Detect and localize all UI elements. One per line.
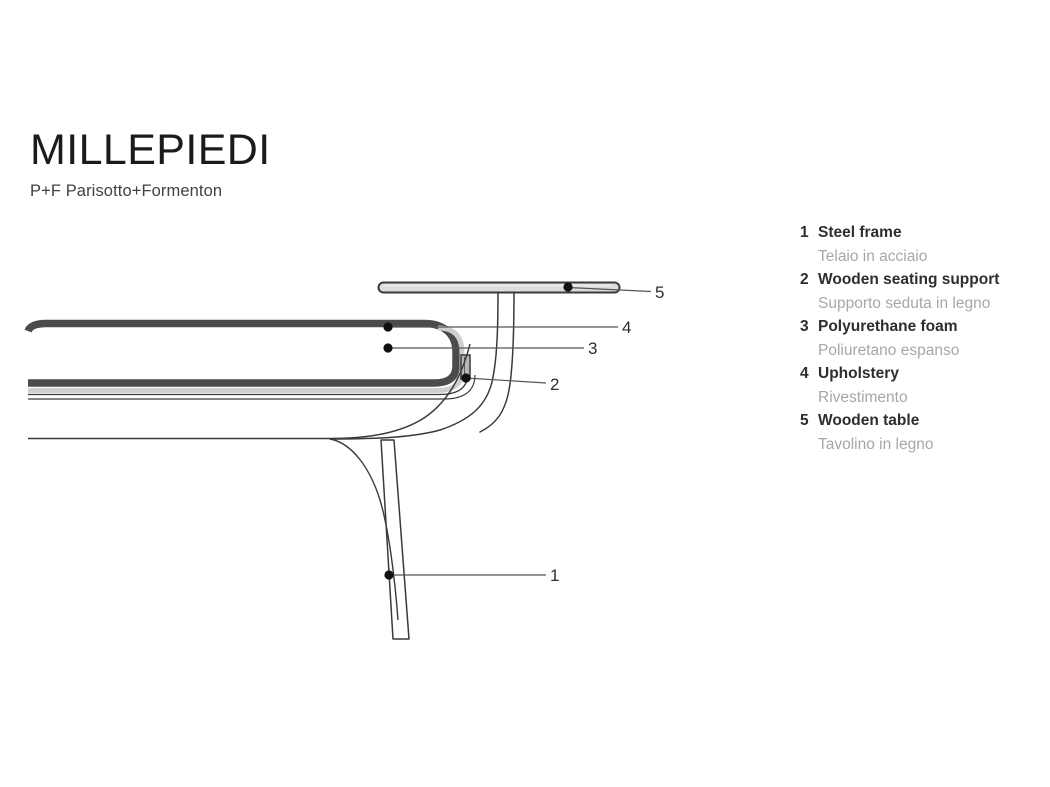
legend-list: 1 Steel frame Telaio in acciaio 2 Wooden…	[800, 221, 1040, 456]
wooden-seating-support-shape	[460, 354, 471, 380]
callout-label-2: 2	[550, 375, 559, 394]
legend-label-en-1: Steel frame	[818, 224, 902, 241]
legend-label-it-1: Telaio in acciaio	[818, 247, 928, 265]
page-title: MILLEPIEDI	[30, 126, 271, 174]
legend-label-en-4: Upholstery	[818, 365, 899, 383]
callout-dot-3	[383, 343, 393, 353]
legend-label-it-2: Supporto seduta in legno	[818, 294, 991, 312]
legend-label-it-3: Poliuretano espanso	[818, 341, 960, 359]
legend-number-4: 4	[800, 365, 809, 383]
upholstery-layer	[24, 319, 460, 387]
legend-label-it-4: Rivestimento	[818, 388, 908, 406]
legend-label-en-2: Wooden seating support	[818, 271, 1000, 289]
table-support-stems	[329, 291, 515, 440]
wooden-table-shape	[377, 281, 621, 294]
callout-dot-5	[563, 282, 573, 292]
legend-item-4: 4 Upholstery Rivestimento	[800, 362, 1040, 409]
leader-lines	[388, 286, 652, 576]
polyurethane-foam-layer	[28, 325, 476, 400]
callout-label-1: 1	[550, 566, 559, 585]
callout-label-4: 4	[622, 318, 631, 337]
designer-subtitle: P+F Parisotto+Formenton	[30, 182, 223, 201]
callout-numbers: 5 4 3 2 1	[550, 283, 664, 585]
legend-number-1: 1	[800, 224, 809, 241]
legend-label-en-5: Wooden table	[818, 412, 920, 430]
callout-dot-4	[383, 322, 393, 332]
legend-label-en-3: Polyurethane foam	[818, 318, 958, 336]
callout-dot-2	[461, 373, 471, 383]
legend-item-1: 1 Steel frame Telaio in acciaio	[800, 221, 1040, 268]
leader-line-5	[567, 286, 652, 293]
legend-number-2: 2	[800, 271, 809, 289]
legend-number-3: 3	[800, 318, 809, 336]
callout-label-5: 5	[655, 283, 664, 302]
legend-item-2: 2 Wooden seating support Supporto seduta…	[800, 268, 1040, 315]
callout-dot-1	[384, 570, 394, 580]
callout-label-3: 3	[588, 339, 597, 358]
title-block: MILLEPIEDI P+F Parisotto+Formenton	[30, 126, 550, 201]
legend-label-it-5: Tavolino in legno	[818, 435, 934, 453]
legend-item-3: 3 Polyurethane foam Poliuretano espanso	[800, 315, 1040, 362]
sofa-outer-shell	[28, 343, 471, 440]
callout-dots	[383, 282, 573, 580]
legend-number-5: 5	[800, 412, 809, 430]
leader-line-2	[465, 377, 547, 384]
steel-frame-leg	[329, 438, 410, 640]
legend-item-5: 5 Wooden table Tavolino in legno	[800, 409, 1040, 456]
